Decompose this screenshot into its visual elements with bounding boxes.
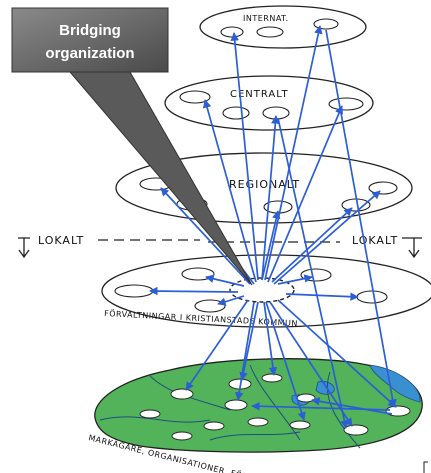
international-label: INTERNAT. xyxy=(243,14,289,23)
arrow xyxy=(205,274,245,287)
arrow xyxy=(230,32,259,281)
arrow xyxy=(311,397,393,415)
arrow xyxy=(277,117,349,429)
arrow xyxy=(267,105,343,283)
corner-mark xyxy=(423,461,428,473)
arrow xyxy=(271,207,353,283)
arrow xyxy=(273,190,381,285)
bridging-organization-callout: Bridging organization xyxy=(11,7,253,286)
central-level: CENTRALT xyxy=(164,75,374,131)
international-level: INTERNAT. xyxy=(199,5,367,49)
arrow xyxy=(202,99,257,283)
callout-line-2: organization xyxy=(45,45,134,62)
arrow xyxy=(277,274,313,285)
arrow xyxy=(239,301,259,381)
regional-label: REGIONALT xyxy=(229,178,300,191)
arrow xyxy=(185,299,249,391)
arrow xyxy=(325,29,397,408)
local-right-label: LOKALT xyxy=(352,234,398,247)
connection-arrows xyxy=(149,25,397,429)
arrow xyxy=(217,295,245,306)
arrow xyxy=(264,25,323,281)
central-label: CENTRALT xyxy=(230,89,289,100)
arrow xyxy=(261,210,281,281)
arrow xyxy=(235,301,255,401)
arrow xyxy=(277,299,397,408)
callout-line-1: Bridging xyxy=(59,22,121,39)
ground-level: MARKÄGARE, ORGANISATIONER, FÖRETAG MFL xyxy=(88,358,423,473)
arrow xyxy=(265,301,306,421)
local-left-label: LOKALT xyxy=(38,234,84,247)
arrow xyxy=(285,292,359,301)
arrow xyxy=(149,286,239,296)
arrow xyxy=(263,301,278,376)
arrow xyxy=(160,187,251,285)
arrow xyxy=(261,115,280,281)
